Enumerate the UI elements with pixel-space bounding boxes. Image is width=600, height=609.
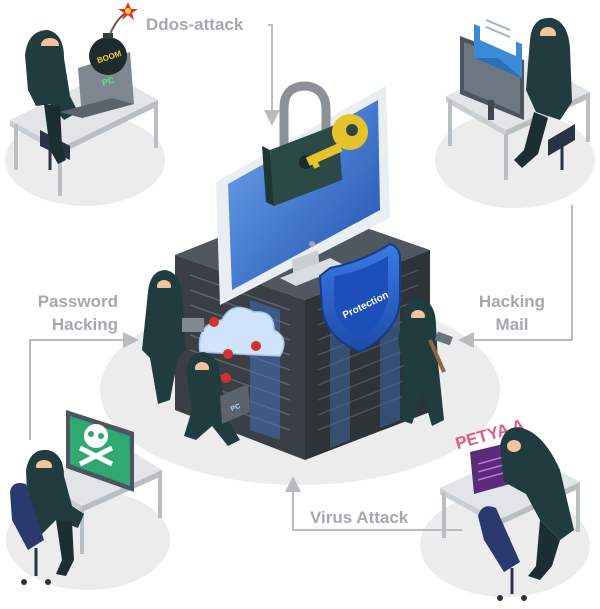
chair-wheel bbox=[45, 579, 51, 585]
virus-icon bbox=[209, 317, 219, 327]
chair-wheel bbox=[497, 595, 503, 601]
desk-leg bbox=[14, 124, 18, 170]
hacker-body bbox=[526, 17, 572, 120]
desk-side bbox=[60, 100, 158, 154]
desk-side bbox=[82, 470, 162, 512]
hacking-mail-label: Hacking Mail bbox=[470, 290, 554, 336]
desk-front bbox=[446, 96, 506, 136]
mail-envelope-flap bbox=[474, 58, 522, 78]
chair-wheel bbox=[21, 579, 27, 585]
spark-core bbox=[125, 8, 131, 14]
skull-crossbones-icon bbox=[78, 424, 114, 467]
hammer-icon bbox=[434, 331, 453, 346]
hacker-device bbox=[182, 318, 204, 332]
arrow-mail bbox=[458, 205, 573, 348]
hacker-mask bbox=[194, 370, 210, 376]
laptop-label: PC bbox=[101, 75, 116, 88]
arrow-ddos bbox=[264, 24, 280, 126]
bomb-icon bbox=[89, 37, 127, 75]
desk-leg bbox=[154, 104, 158, 148]
desk-leg bbox=[576, 486, 580, 532]
hacker-with-hammer bbox=[398, 298, 453, 426]
password-workstation bbox=[10, 410, 162, 585]
hacker-legs bbox=[514, 112, 548, 168]
ddos-workstation: PC BOOM bbox=[10, 2, 158, 196]
laptop-base bbox=[60, 98, 134, 118]
virus-attack-text: Virus Attack bbox=[310, 508, 409, 527]
ddos-attack-text: Ddos-attack bbox=[146, 15, 244, 34]
ddos-attack-label: Ddos-attack bbox=[146, 13, 243, 36]
bomb-cap bbox=[103, 33, 113, 39]
arrow-virus bbox=[285, 476, 462, 531]
password-hacking-line1: Password bbox=[37, 292, 118, 311]
password-hacking-label: Password Hacking bbox=[22, 290, 118, 336]
monitor-foot bbox=[280, 258, 346, 286]
desk-leg bbox=[504, 134, 508, 180]
hacker-legs bbox=[56, 520, 74, 576]
hacker-mask bbox=[35, 468, 52, 474]
office-chair bbox=[10, 483, 44, 550]
desk-leg bbox=[586, 96, 590, 142]
lock-body-side bbox=[262, 146, 274, 206]
virus-icon bbox=[221, 373, 231, 383]
arrow-password bbox=[29, 332, 139, 440]
hacker-with-device bbox=[142, 270, 204, 404]
hacker-mask bbox=[156, 288, 172, 294]
desk-leg bbox=[58, 152, 62, 196]
hacker-body bbox=[25, 30, 78, 120]
virus-icon bbox=[251, 341, 261, 351]
mail-letter-line bbox=[485, 26, 511, 38]
hacker-mask bbox=[410, 318, 426, 324]
hacker-body bbox=[142, 270, 186, 404]
lock-shackle bbox=[279, 81, 331, 150]
hacker-crouching: PC bbox=[184, 352, 250, 446]
hammer-handle bbox=[428, 339, 446, 373]
hacker-face bbox=[507, 440, 521, 452]
connector-arrows bbox=[29, 24, 573, 531]
virus-attack-label: Virus Attack bbox=[310, 506, 408, 529]
mail-letter-line bbox=[485, 19, 511, 31]
desk-leg bbox=[158, 474, 162, 518]
mail-workstation bbox=[446, 10, 590, 180]
desk-leg bbox=[442, 492, 446, 538]
laptop-screen bbox=[220, 384, 250, 424]
monitor-power-icon bbox=[309, 241, 315, 247]
chair-wheel bbox=[521, 595, 527, 601]
laptop-label: PC bbox=[230, 403, 242, 413]
server-glow bbox=[330, 312, 350, 448]
hacker-legs bbox=[44, 104, 66, 164]
office-chair bbox=[548, 124, 575, 156]
virus-icons bbox=[209, 317, 261, 383]
hacker-legs bbox=[528, 520, 560, 580]
office-chair bbox=[478, 506, 520, 572]
monitor-stand bbox=[488, 100, 494, 120]
padlock-icon bbox=[262, 81, 342, 206]
hacker-mask bbox=[539, 36, 557, 43]
hacking-mail-line1: Hacking bbox=[478, 292, 546, 311]
hacking-mail-line2: Mail bbox=[495, 315, 529, 334]
shield-inner bbox=[334, 256, 388, 338]
hacker-mask bbox=[40, 46, 60, 54]
hacker-body bbox=[500, 427, 574, 540]
desk-leg bbox=[80, 510, 84, 554]
key-bow-hole bbox=[346, 124, 358, 136]
key-icon bbox=[305, 114, 368, 169]
shield-icon: Protection bbox=[318, 242, 401, 354]
cloud-virus bbox=[198, 306, 285, 383]
hacker-body bbox=[398, 298, 444, 426]
key-tooth bbox=[310, 157, 320, 169]
password-hacking-line2: Hacking bbox=[51, 315, 118, 334]
virus-icon bbox=[223, 349, 233, 359]
desk-leg bbox=[448, 100, 452, 146]
